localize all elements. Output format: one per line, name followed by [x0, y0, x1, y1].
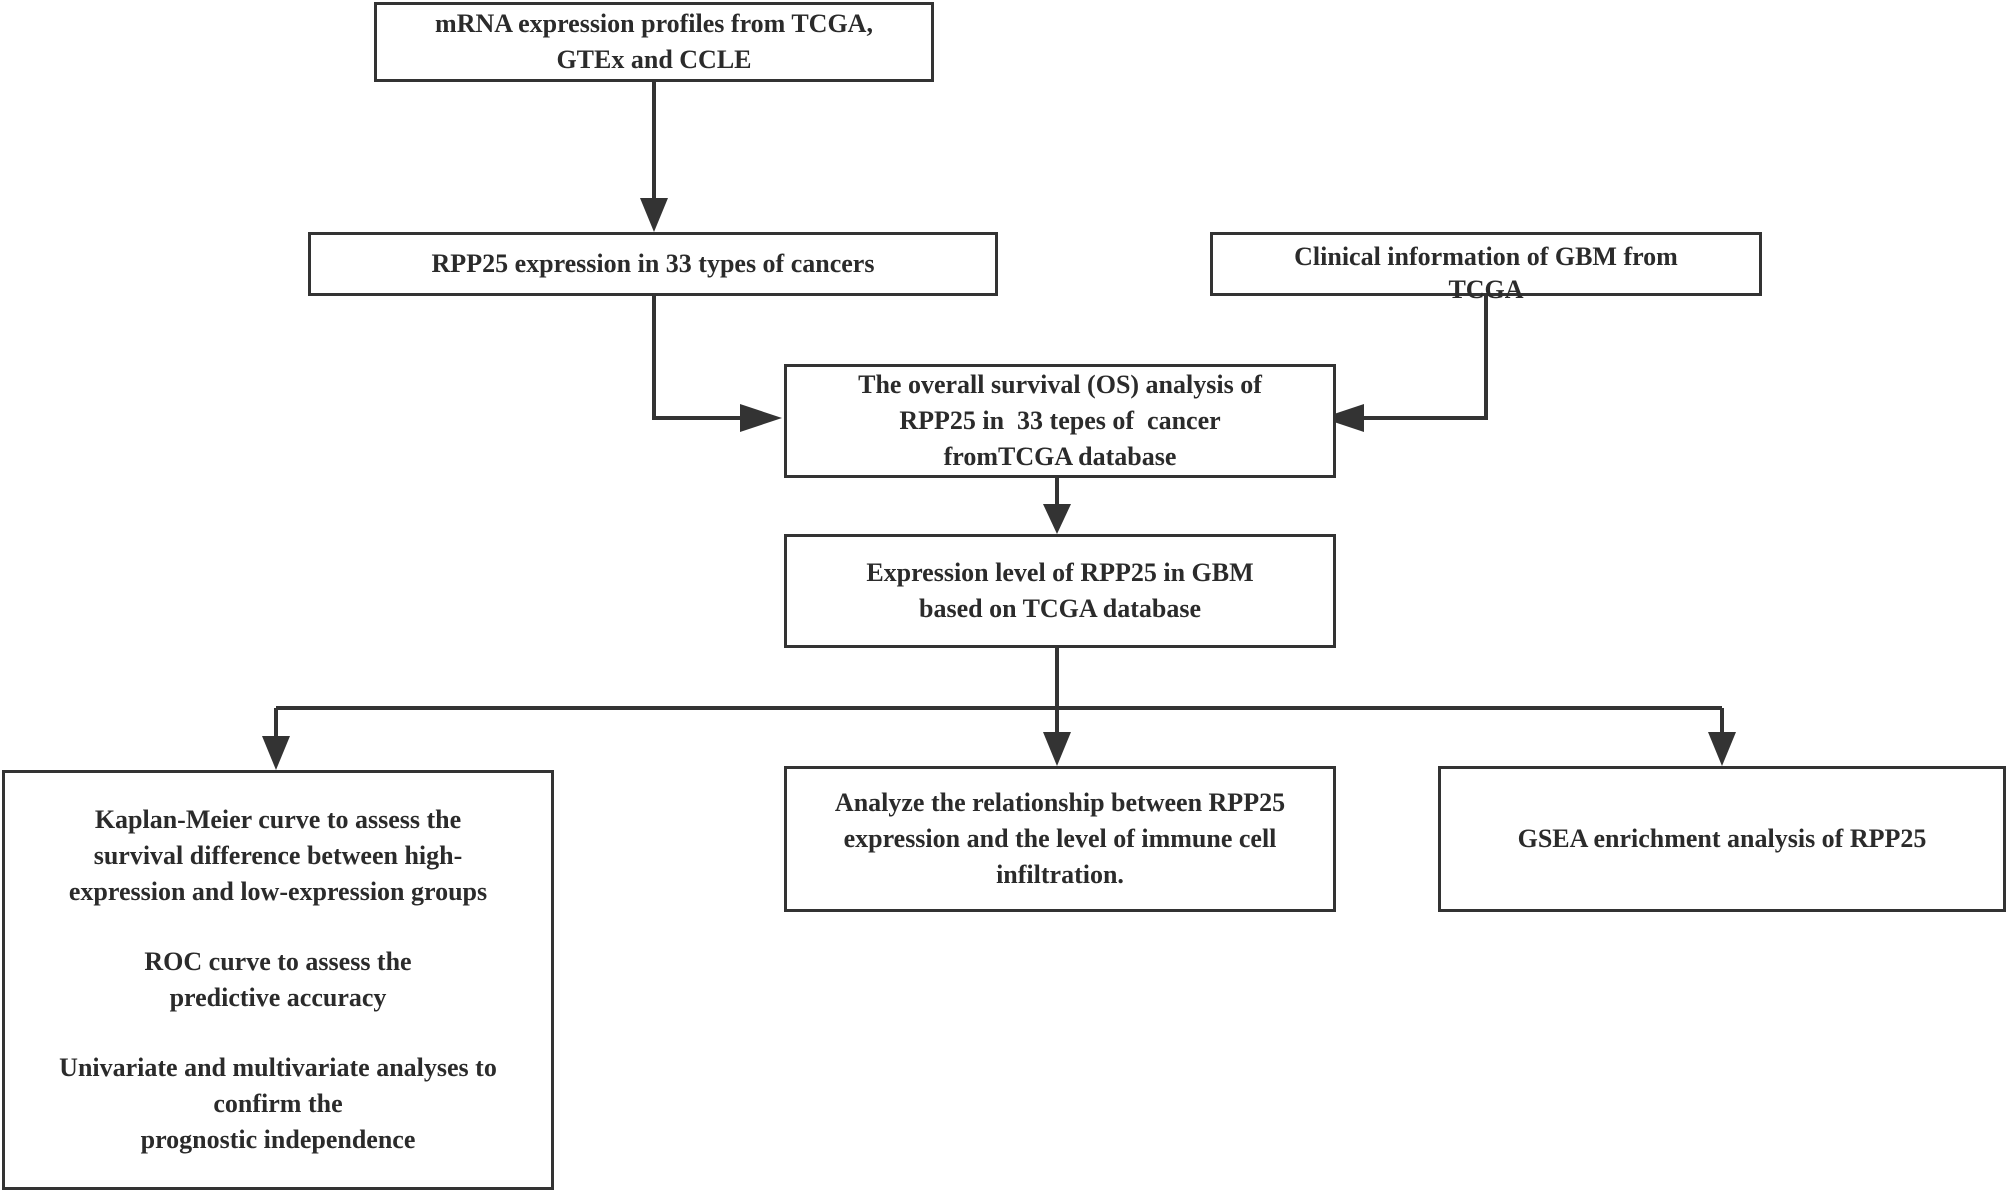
node-text-line: The overall survival (OS) analysis of: [858, 370, 1262, 399]
node-text-line: mRNA expression profiles from TCGA,: [435, 9, 873, 38]
node-text-line: infiltration.: [996, 860, 1124, 889]
node-gbm-expression: Expression level of RPP25 in GBM based o…: [784, 534, 1336, 648]
node-prognostic-analyses: Kaplan-Meier curve to assess the surviva…: [2, 770, 554, 1190]
node-clinical-info: Clinical information of GBM from TCGA: [1210, 232, 1762, 304]
node-rpp25-pan-cancer: RPP25 expression in 33 types of cancers: [308, 232, 998, 296]
node-text-line: RPP25 in 33 tepes of cancer: [899, 406, 1221, 435]
node-mrna-sources: mRNA expression profiles from TCGA, GTEx…: [374, 2, 934, 82]
arrowhead-os-left: [740, 404, 782, 432]
node-gsea: GSEA enrichment analysis of RPP25: [1438, 766, 2006, 912]
arrowhead-gbm: [1043, 504, 1071, 534]
roc-text-line: ROC curve to assess the: [144, 947, 412, 976]
arrow-clinical-to-os: [1360, 294, 1488, 420]
arrowhead-pancancer: [640, 198, 668, 232]
arrowhead-prognosis: [262, 736, 290, 770]
cox-text-line: prognostic independence: [140, 1125, 416, 1154]
node-text-line: GTEx and CCLE: [556, 45, 752, 74]
node-text-line: fromTCGA database: [943, 442, 1177, 471]
arrow-pancancer-to-os: [652, 294, 745, 420]
roc-text-line: predictive accuracy: [169, 983, 387, 1012]
arrowhead-gsea: [1708, 732, 1736, 766]
arrowhead-os-right: [1322, 404, 1364, 432]
node-text-line: TCGA: [1448, 275, 1524, 304]
node-text-line: RPP25 expression in 33 types of cancers: [431, 249, 875, 278]
node-text-line: GSEA enrichment analysis of RPP25: [1517, 824, 1927, 853]
km-text-line: survival difference between high-: [93, 841, 463, 870]
node-text-line: Expression level of RPP25 in GBM: [866, 558, 1254, 587]
node-os-analysis: The overall survival (OS) analysis of RP…: [784, 364, 1336, 478]
node-text-line: expression and the level of immune cell: [843, 824, 1277, 853]
km-text-line: expression and low-expression groups: [68, 877, 488, 906]
arrowhead-immune: [1043, 732, 1071, 766]
node-immune-infiltration: Analyze the relationship between RPP25 e…: [784, 766, 1336, 912]
cox-text-line: confirm the: [213, 1089, 343, 1118]
km-text-line: Kaplan-Meier curve to assess the: [94, 805, 462, 834]
node-text-line: Analyze the relationship between RPP25: [834, 788, 1286, 817]
cox-text-line: Univariate and multivariate analyses to: [59, 1053, 497, 1082]
node-text-line: Clinical information of GBM from: [1294, 242, 1678, 271]
node-text-line: based on TCGA database: [919, 594, 1201, 623]
